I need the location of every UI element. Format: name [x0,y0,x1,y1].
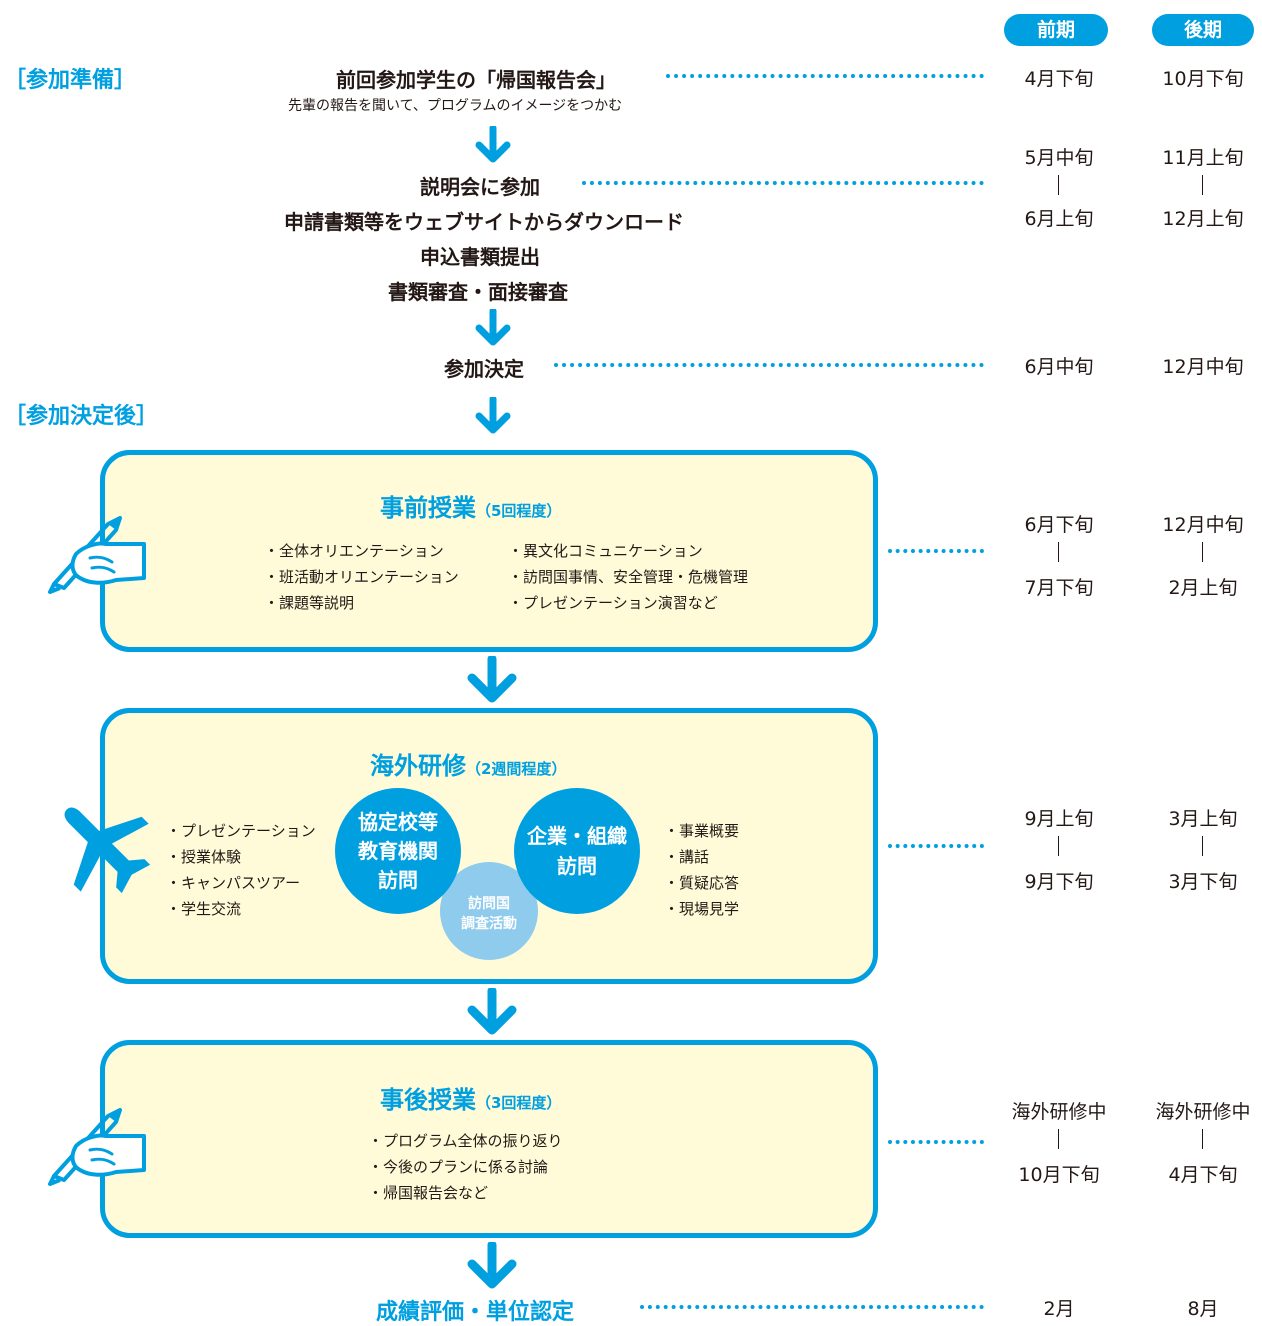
list-item: ・事業概要 [664,822,740,840]
final-late-date: 8月 [1187,1298,1219,1320]
post-class-box [100,1040,878,1238]
overseas-late-from: 3月上旬 [1168,808,1238,830]
leader-dots [582,181,984,185]
post-class-title: 事後授業（3回程度） [380,1086,562,1114]
final-evaluation-title: 成績評価・単位認定 [376,1300,575,1325]
final-early-date: 2月 [1043,1298,1075,1320]
range-dash [1202,175,1203,195]
step-briefing: 説明会に参加 [420,175,540,199]
overseas-early-to: 9月下旬 [1024,871,1094,893]
list-item: ・現場見学 [664,900,740,918]
post-class-list: ・プログラム全体の振り返り ・今後のプランに係る討論 ・帰国報告会など [368,1128,563,1206]
list-item: ・講話 [664,848,710,866]
writing-hand-icon [48,516,146,594]
range-dash [1058,542,1059,562]
briefing-late-from: 11月上旬 [1162,147,1244,169]
down-arrow-icon [467,988,517,1035]
overseas-late-to: 3月下旬 [1168,871,1238,893]
overseas-left-list: ・プレゼンテーション ・授業体験 ・キャンパスツアー ・学生交流 [166,818,316,922]
overseas-title: 海外研修（2週間程度） [370,752,567,780]
decision-early-date: 6月中旬 [1024,356,1094,378]
list-item: ・プレゼンテーション演習など [508,594,718,612]
down-arrow-icon [475,309,511,346]
pre-class-left-list: ・全体オリエンテーション ・班活動オリエンテーション ・課題等説明 [264,538,459,616]
step-screening: 書類審査・面接審査 [388,280,568,304]
airplane-icon [64,807,151,894]
range-dash [1202,1129,1203,1149]
down-arrow-icon [467,656,517,703]
leader-dots [554,363,984,367]
post-class-early-to: 10月下旬 [1018,1164,1100,1186]
section-prep-title: ［参加準備］ [4,68,137,93]
report-early-date: 4月下旬 [1024,68,1094,90]
overseas-right-list: ・事業概要 ・講話 ・質疑応答 ・現場見学 [664,818,739,922]
leader-dots [888,844,984,848]
leader-dots [888,1140,984,1144]
briefing-late-to: 12月上旬 [1162,208,1244,230]
list-item: ・学生交流 [166,900,242,918]
post-class-late-to: 4月下旬 [1168,1164,1238,1186]
pre-class-early-from: 6月下旬 [1024,514,1094,536]
company-visit-circle: 企業・組織 訪問 [514,788,640,914]
pre-class-right-list: ・異文化コミュニケーション ・訪問国事情、安全管理・危機管理 ・プレゼンテーショ… [508,538,748,616]
pre-class-title: 事前授業（5回程度） [380,494,562,522]
list-item: ・班活動オリエンテーション [264,568,459,586]
step-report-description: 先輩の報告を聞いて、プログラムのイメージをつかむ [288,98,623,114]
early-term-badge: 前期 [1004,14,1108,46]
overseas-early-from: 9月上旬 [1024,808,1094,830]
range-dash [1058,836,1059,856]
down-arrow-icon [467,1242,517,1289]
leader-dots [640,1305,984,1309]
school-visit-circle: 協定校等 教育機関 訪問 [335,788,461,914]
pre-class-early-to: 7月下旬 [1024,577,1094,599]
step-download: 申請書類等をウェブサイトからダウンロード [284,210,684,234]
writing-hand-icon [48,1108,146,1186]
list-item: ・プレゼンテーション [166,822,316,840]
post-class-early-from: 海外研修中 [1011,1101,1107,1123]
step-decision: 参加決定 [444,357,524,381]
list-item: ・全体オリエンテーション [264,542,444,560]
post-class-late-from: 海外研修中 [1155,1101,1251,1123]
list-item: ・授業体験 [166,848,242,866]
section-after-title: ［参加決定後］ [4,404,159,429]
briefing-early-from: 5月中旬 [1024,147,1094,169]
list-item: ・キャンパスツアー [166,874,301,892]
list-item: ・異文化コミュニケーション [508,542,703,560]
pre-class-late-from: 12月中旬 [1162,514,1244,536]
pre-class-late-to: 2月上旬 [1168,577,1238,599]
decision-late-date: 12月中旬 [1162,356,1244,378]
down-arrow-icon [475,397,511,434]
step-submit: 申込書類提出 [420,245,540,269]
late-term-badge: 後期 [1152,14,1254,46]
range-dash [1202,542,1203,562]
leader-dots [888,549,984,553]
list-item: ・訪問国事情、安全管理・危機管理 [508,568,749,586]
list-item: ・課題等説明 [264,594,355,612]
leader-dots [666,74,984,78]
report-late-date: 10月下旬 [1162,68,1244,90]
briefing-early-to: 6月上旬 [1024,208,1094,230]
list-item: ・帰国報告会など [368,1184,489,1202]
list-item: ・プログラム全体の振り返り [368,1132,563,1150]
range-dash [1058,175,1059,195]
range-dash [1058,1129,1059,1149]
pre-class-box [100,450,878,652]
step-report-title: 前回参加学生の「帰国報告会」 [336,68,616,92]
list-item: ・質疑応答 [664,874,740,892]
down-arrow-icon [475,126,511,163]
range-dash [1202,836,1203,856]
list-item: ・今後のプランに係る討論 [368,1158,549,1176]
